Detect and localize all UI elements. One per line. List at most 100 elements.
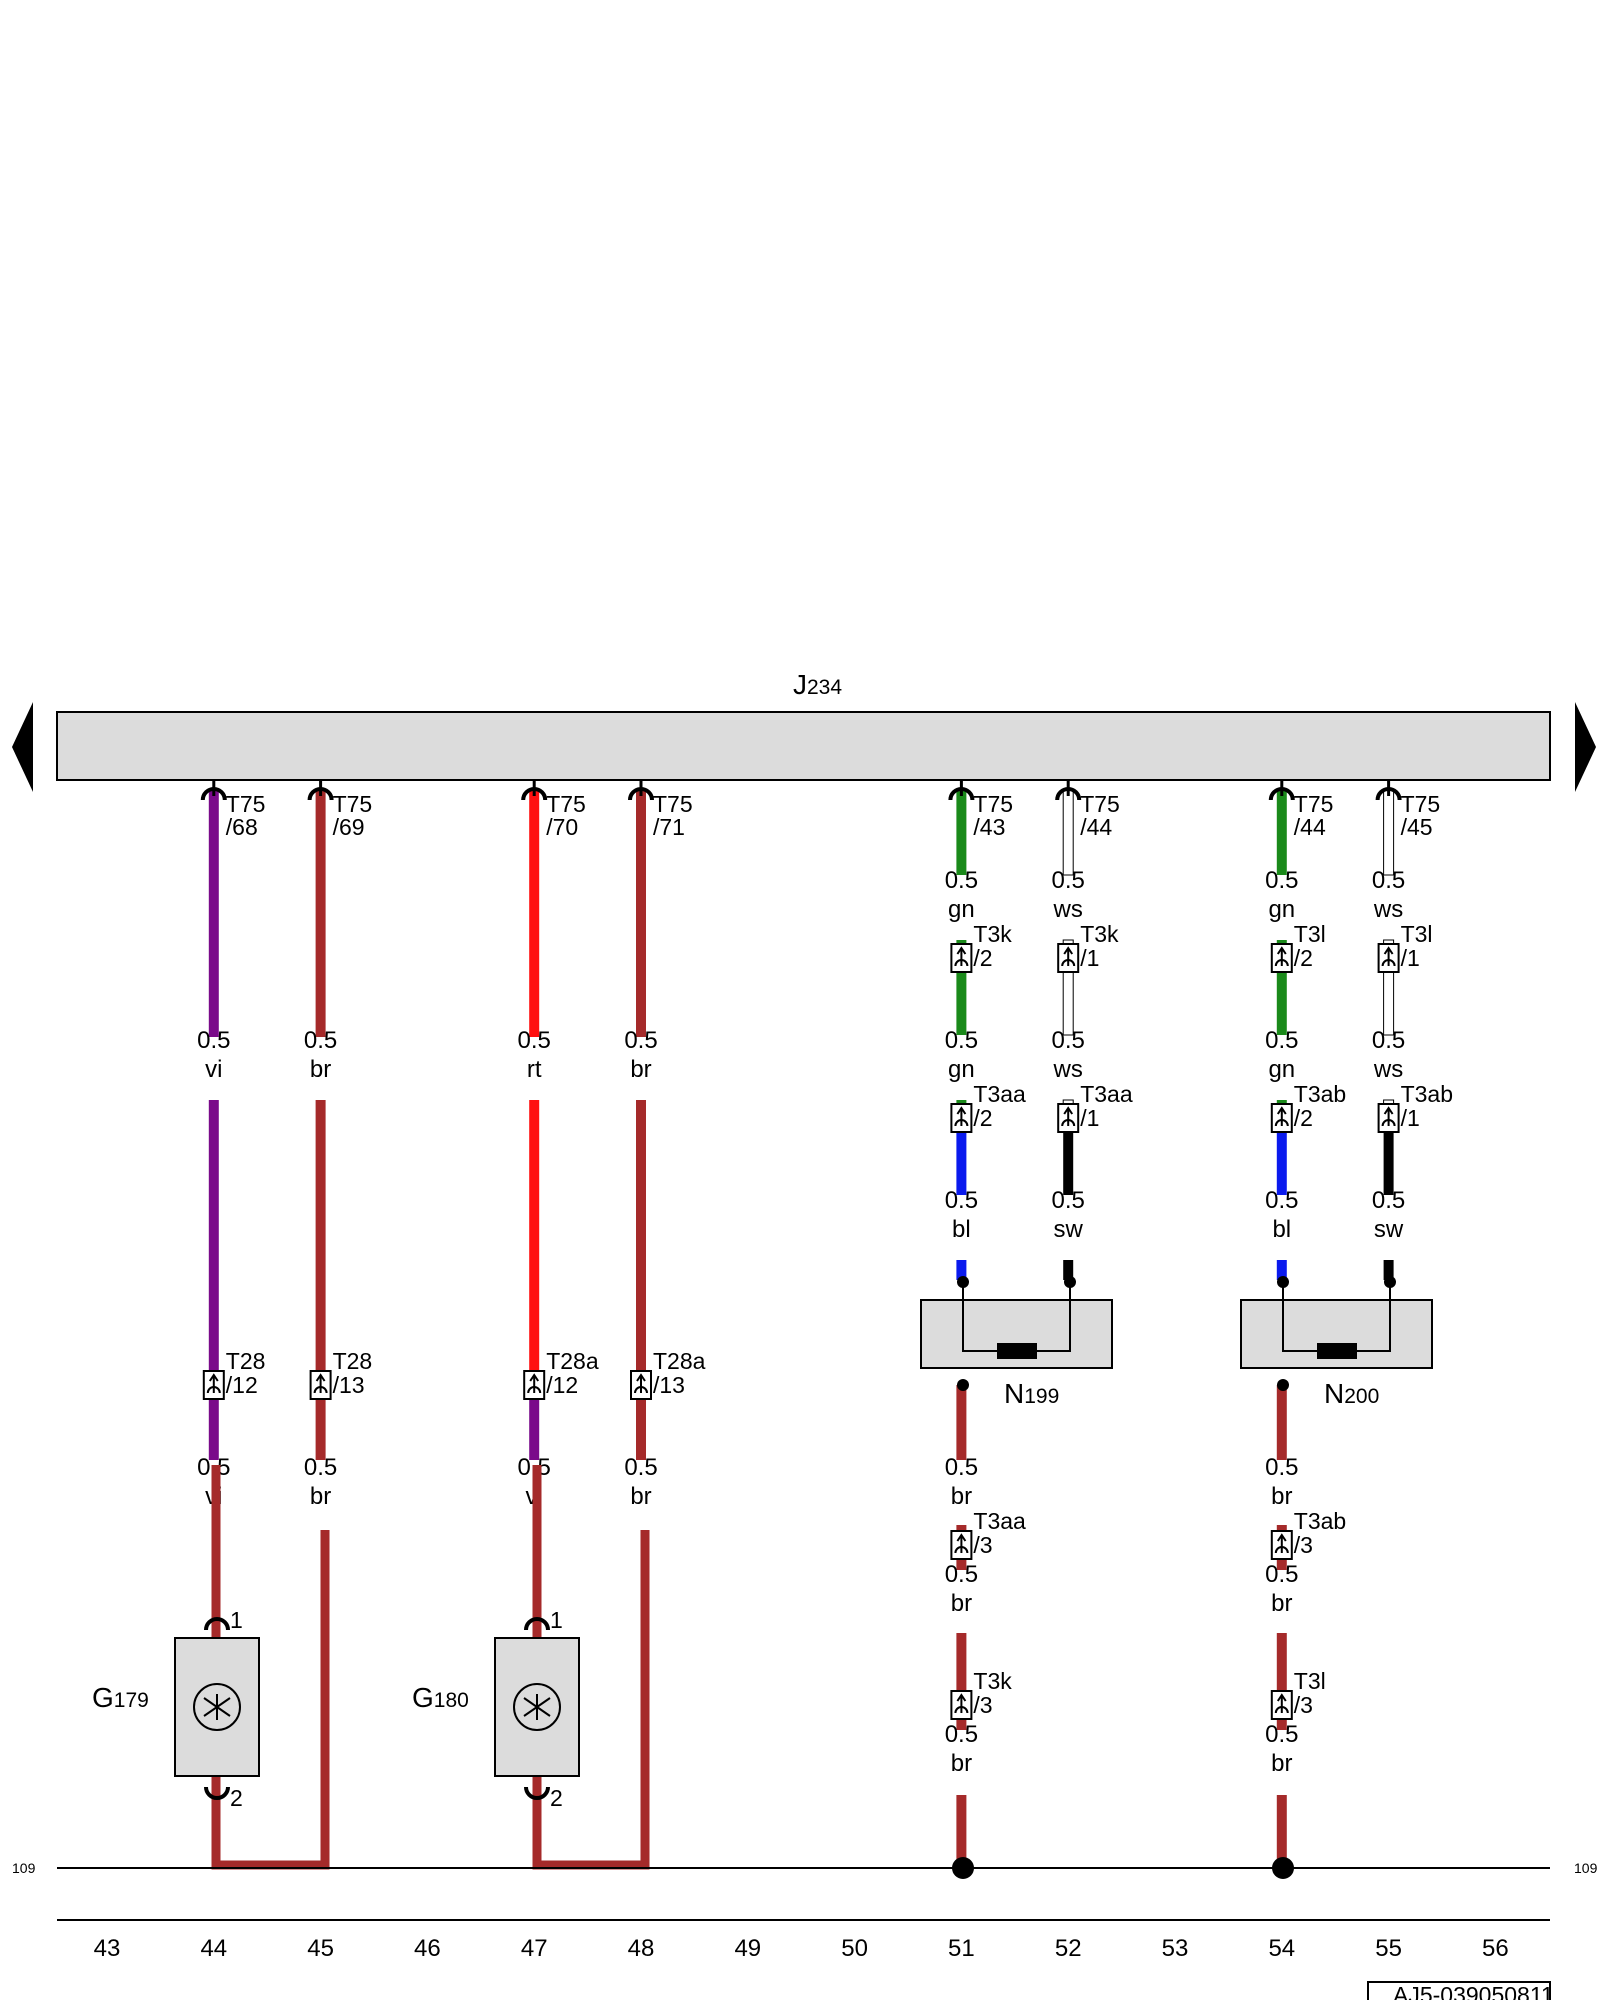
wire-size: 0.5	[624, 1027, 657, 1054]
connector-arrow	[954, 1533, 969, 1554]
wire-color: sw	[1374, 1216, 1404, 1243]
component-g179[interactable]: 1 2 G179	[92, 1465, 330, 1870]
pin-label-bottom: /44	[1080, 814, 1112, 840]
wire-color: br	[630, 1483, 651, 1510]
wires-layer: T75/680.5vi0.5viT28/12T75/690.5br0.5brT2…	[197, 780, 1453, 1868]
controller-label: J234	[793, 669, 842, 700]
ground-label-left: 109	[12, 1860, 36, 1876]
pin-label-bottom: /43	[973, 814, 1005, 840]
pin-label-bottom: /69	[333, 814, 365, 840]
pin-label-top: T75	[973, 791, 1013, 817]
connector-pin: /3	[1294, 1532, 1313, 1558]
wire-size: 0.5	[1372, 1027, 1405, 1054]
pin-label-bottom: /68	[226, 814, 258, 840]
terminal-dot	[1064, 1276, 1076, 1288]
next-page-arrow-icon[interactable]	[1575, 702, 1596, 792]
n200-label: N200	[1324, 1378, 1379, 1409]
wire-color: ws	[1053, 1056, 1083, 1083]
solenoid-icon	[1317, 1343, 1357, 1359]
wire-color: ws	[1373, 1056, 1403, 1083]
wire-size: 0.5	[945, 1187, 978, 1214]
pin-label-top: T75	[1294, 791, 1334, 817]
g180-label: G180	[412, 1682, 469, 1713]
terminal-dot	[957, 1276, 969, 1288]
wire-color: br	[1271, 1590, 1292, 1617]
wire-color: br	[951, 1483, 972, 1510]
axis-label: 53	[1162, 1935, 1189, 1962]
terminal-dot	[957, 1379, 969, 1391]
doc-ref-box	[1367, 1981, 1551, 2000]
connector-label: T3k	[1080, 921, 1119, 947]
connector-label: T3l	[1294, 921, 1326, 947]
axis-label: 52	[1055, 1935, 1082, 1962]
connector-arrow	[1274, 946, 1289, 967]
wire-size: 0.5	[1265, 1454, 1298, 1481]
wire-size: 0.5	[1265, 1561, 1298, 1588]
wire-color: bl	[952, 1216, 971, 1243]
connector-pin: /3	[1294, 1692, 1313, 1718]
solenoid-icon	[997, 1343, 1037, 1359]
connector-arrow	[954, 946, 969, 967]
axis-label: 54	[1268, 1935, 1295, 1962]
connector-arrow	[313, 1373, 328, 1394]
wire-segment	[1383, 789, 1395, 876]
wire-color: br	[630, 1056, 651, 1083]
terminal-dot	[1277, 1379, 1289, 1391]
sensor-icon	[193, 1683, 241, 1731]
wire-color: gn	[948, 896, 975, 923]
wire-size: 0.5	[1052, 1027, 1085, 1054]
wire-color: vi	[205, 1056, 222, 1083]
connector-arrow	[954, 1693, 969, 1714]
connector-label: T3ab	[1401, 1081, 1453, 1107]
terminal-dot	[1384, 1276, 1396, 1288]
wire-segment	[1062, 939, 1074, 1036]
n199-label: N199	[1004, 1378, 1059, 1409]
pin-label-top: T75	[333, 791, 373, 817]
connector-arrow	[1061, 1106, 1076, 1127]
component-n199[interactable]: N199	[920, 1276, 1113, 1409]
connector-arrow	[1381, 946, 1396, 967]
connector-label: T3l	[1401, 921, 1433, 947]
wire-size: 0.5	[518, 1027, 551, 1054]
terminal-dot	[1277, 1276, 1289, 1288]
wire-size: 0.5	[1052, 1187, 1085, 1214]
component-g180[interactable]: 1 2 G180	[412, 1465, 650, 1870]
previous-page-arrow-icon[interactable]	[12, 702, 33, 792]
connector-arrow	[206, 1373, 221, 1394]
axis-label: 45	[307, 1935, 334, 1962]
pin-label-top: T75	[226, 791, 266, 817]
connector-pin: /1	[1401, 945, 1420, 971]
connector-arrow	[1274, 1106, 1289, 1127]
wire-size: 0.5	[304, 1027, 337, 1054]
axis-label: 46	[414, 1935, 441, 1962]
connector-pin: /13	[333, 1372, 365, 1398]
axis-label: 49	[734, 1935, 761, 1962]
wire-color: br	[310, 1056, 331, 1083]
connector-pin: /13	[653, 1372, 685, 1398]
sensor-icon-star	[523, 1694, 551, 1720]
connector-pin: /2	[1294, 945, 1313, 971]
wire-color: br	[951, 1590, 972, 1617]
wire-segment	[1062, 789, 1074, 876]
axis-label: 43	[94, 1935, 121, 1962]
wire-size: 0.5	[1265, 1187, 1298, 1214]
doc-ref: AJ5-039050811	[1393, 1982, 1554, 2000]
pin-label-bottom: /44	[1294, 814, 1326, 840]
component-n200[interactable]: N200	[1240, 1276, 1433, 1409]
pin-socket-icon	[524, 1617, 550, 1631]
pin-label-bottom: /45	[1401, 814, 1433, 840]
connector-label: T3aa	[973, 1081, 1026, 1107]
wire-size: 0.5	[945, 1027, 978, 1054]
